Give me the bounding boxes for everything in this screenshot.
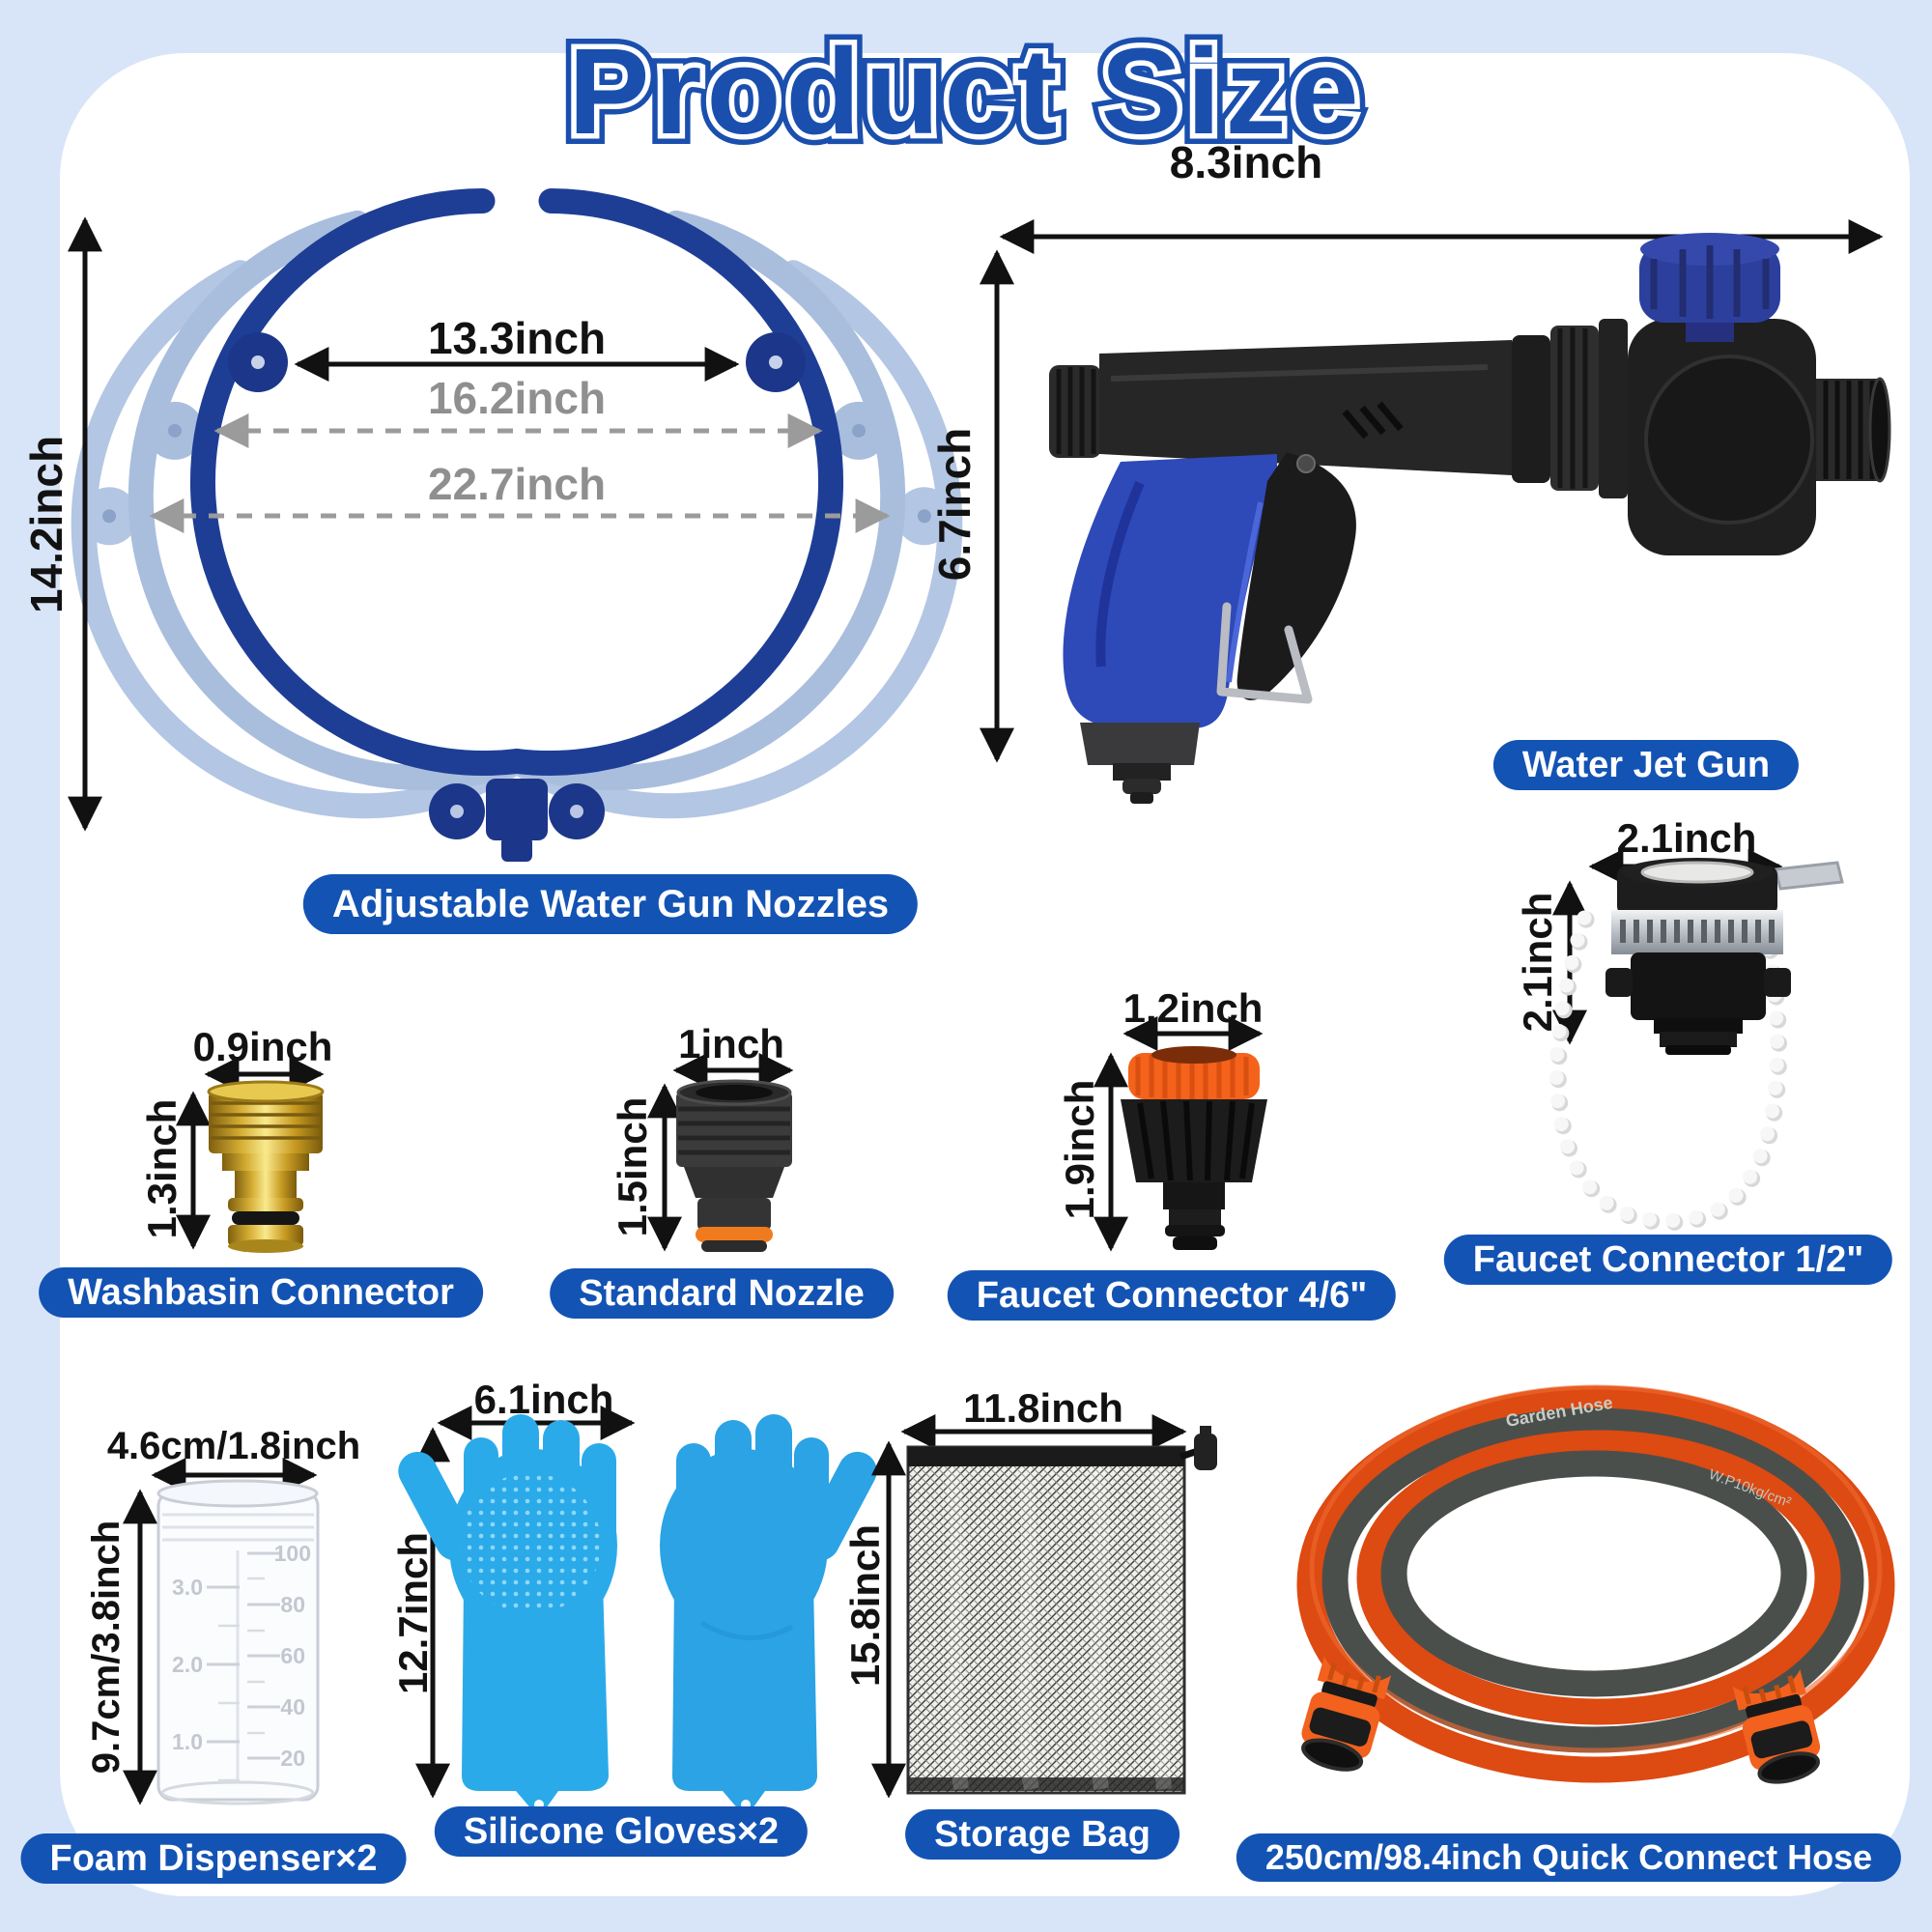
bag-width-dim: 11.8inch [963, 1385, 1123, 1431]
label-adjustable-nozzles: Adjustable Water Gun Nozzles [302, 874, 919, 934]
faucet12-width-dim: 2.1inch [1616, 815, 1757, 861]
foam-scale-20: 20 [280, 1746, 305, 1771]
gloves-height-dim: 12.7inch [390, 1531, 436, 1695]
foam-scale-2: 2.0 [172, 1652, 203, 1677]
faucet46-height-dim: 1.9inch [1057, 1079, 1102, 1220]
label-standard-nozzle: Standard Nozzle [550, 1268, 894, 1319]
washbasin-height-dim: 1.3inch [139, 1098, 185, 1239]
gun-width-dim: 8.3inch [1169, 137, 1323, 187]
foam-scale-80: 80 [280, 1592, 305, 1617]
label-silicone-gloves: Silicone Gloves×2 [434, 1806, 809, 1857]
page-title-outline: Product Size [557, 20, 1369, 163]
foam-scale-3: 3.0 [172, 1575, 203, 1600]
gloves-width-dim: 6.1inch [473, 1377, 614, 1422]
faucet12-height-dim: 2.1inch [1515, 892, 1560, 1033]
water-jet-gun-drawing [980, 219, 1891, 804]
label-storage-bag: Storage Bag [905, 1809, 1179, 1860]
foam-scale-100: 100 [274, 1541, 311, 1566]
label-water-jet-gun: Water Jet Gun [1492, 740, 1800, 790]
foam-width-dim: 4.6cm/1.8inch [106, 1425, 361, 1467]
faucet-connector-46-drawing [1094, 1016, 1267, 1252]
page-title-text: Product Size [568, 23, 1364, 159]
nozzles-height-dim: 14.2inch [21, 435, 71, 614]
label-washbasin: Washbasin Connector [39, 1267, 483, 1318]
nozzles-open-dim: 22.7inch [427, 459, 607, 509]
storage-bag-drawing [871, 1414, 1217, 1799]
page-title-white-stroke: Product Size [563, 23, 1364, 159]
label-faucet-12: Faucet Connector 1/2" [1443, 1235, 1893, 1285]
bag-height-dim: 15.8inch [842, 1523, 888, 1688]
label-hose: 250cm/98.4inch Quick Connect Hose [1236, 1833, 1902, 1882]
foam-scale-60: 60 [280, 1643, 305, 1668]
silicone-gloves-drawing [398, 1406, 877, 1818]
nozzles-mid-dim: 16.2inch [427, 373, 607, 423]
label-faucet-46: Faucet Connector 4/6" [947, 1270, 1397, 1321]
faucet46-width-dim: 1.2inch [1122, 985, 1264, 1031]
foam-scale-1: 1.0 [172, 1729, 203, 1754]
foam-height-dim: 9.7cm/3.8inch [85, 1520, 128, 1775]
standard-nozzle-height-dim: 1.5inch [610, 1096, 655, 1237]
washbasin-connector-drawing [176, 1057, 325, 1253]
adjustable-nozzle-rings-drawing [68, 188, 963, 862]
nozzles-closed-dim: 13.3inch [427, 313, 607, 363]
foam-dispenser-drawing: 100 80 60 40 20 3.0 2.0 1.0 [123, 1458, 320, 1805]
quick-connect-hose-drawing: Garden Hose W.P10kg/cm² [1296, 1384, 1895, 1784]
standard-nozzle-width-dim: 1inch [678, 1021, 784, 1066]
gun-height-dim: 6.7inch [929, 427, 980, 582]
label-foam-dispenser: Foam Dispenser×2 [20, 1833, 407, 1884]
washbasin-width-dim: 0.9inch [192, 1024, 333, 1069]
standard-nozzle-drawing [647, 1053, 794, 1252]
faucet-connector-12-drawing [1548, 849, 1844, 1231]
foam-scale-40: 40 [280, 1694, 305, 1719]
